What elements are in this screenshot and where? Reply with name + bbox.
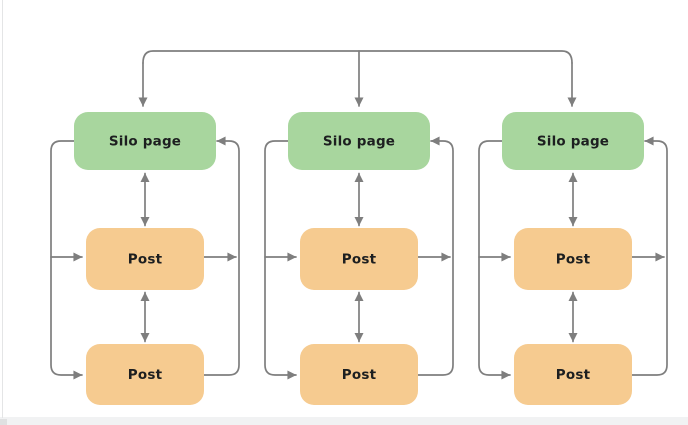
post-nodes bbox=[86, 228, 632, 405]
column-3-post-1-label: Post bbox=[556, 252, 591, 268]
column-2-post-2-node bbox=[300, 344, 418, 405]
node-labels: Silo page Post Post Silo page Post Post … bbox=[109, 134, 609, 384]
column-1-silo-label: Silo page bbox=[109, 134, 181, 150]
column-1-post-2-label: Post bbox=[128, 367, 163, 383]
column-2-silo-label: Silo page bbox=[323, 134, 395, 150]
column-3-post-2-label: Post bbox=[556, 367, 591, 383]
column-1-post-2-node bbox=[86, 344, 204, 405]
column-3-silo-label: Silo page bbox=[537, 134, 609, 150]
canvas-bottom-margin bbox=[0, 417, 688, 425]
column-1-silo-node bbox=[74, 112, 216, 170]
column-1-post-1-label: Post bbox=[128, 252, 163, 268]
col2-silo-to-post2-connector bbox=[264, 140, 297, 380]
col3-silo-to-post2-connector bbox=[478, 140, 511, 380]
col2-post2-up-to-silo-connector bbox=[417, 136, 454, 376]
column-2-post-1-node bbox=[300, 228, 418, 290]
col3-post2-up-to-silo-connector bbox=[631, 136, 668, 376]
top-distribution-line bbox=[142, 50, 573, 64]
canvas-corner-mark bbox=[0, 419, 7, 425]
column-2-silo-node bbox=[288, 112, 430, 170]
silo-nodes bbox=[74, 112, 644, 170]
canvas-left-edge bbox=[2, 0, 3, 418]
column-1-post-1-node bbox=[86, 228, 204, 290]
col1-post2-up-to-silo-connector bbox=[203, 136, 240, 376]
column-3-post-1-node bbox=[514, 228, 632, 290]
column-2-post-1-label: Post bbox=[342, 252, 377, 268]
connectors bbox=[50, 50, 668, 380]
col1-silo-to-post2-connector bbox=[50, 140, 83, 380]
column-2-post-2-label: Post bbox=[342, 367, 377, 383]
column-3-post-2-node bbox=[514, 344, 632, 405]
column-3-silo-node bbox=[502, 112, 644, 170]
